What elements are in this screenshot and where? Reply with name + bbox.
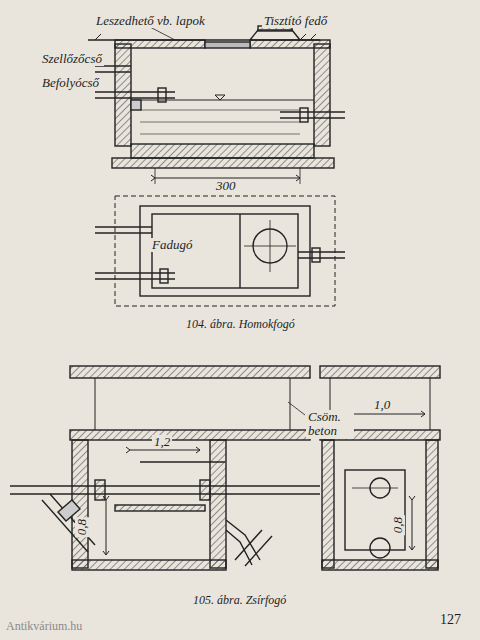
dimension-label: 1,0	[372, 398, 392, 412]
page-number: 127	[440, 612, 461, 627]
figure-caption: 105. ábra. Zsírfogó	[193, 594, 286, 607]
dimension-label: 0,8	[75, 517, 89, 537]
sand-trap-plan	[95, 196, 345, 306]
part-label: Csöm. beton	[306, 410, 354, 439]
dimension-label: 0,8	[391, 515, 405, 535]
grease-trap-side	[320, 366, 440, 570]
part-label: Leszedhető vb. lapok	[94, 14, 207, 28]
figure-caption: 104. ábra. Homokfogó	[186, 318, 295, 331]
watermark: Antikvárium.hu	[6, 620, 82, 633]
part-label: Szellőzőcső	[40, 52, 104, 66]
dimension-label: 1,2	[152, 435, 172, 449]
part-label: Befolyócső	[40, 76, 101, 90]
part-label: Fadugó	[150, 238, 194, 252]
sand-trap-section	[88, 26, 345, 184]
grease-trap-section	[10, 366, 320, 570]
part-label: Tisztító fedő	[262, 14, 329, 28]
dimension-label: 300	[214, 179, 238, 193]
